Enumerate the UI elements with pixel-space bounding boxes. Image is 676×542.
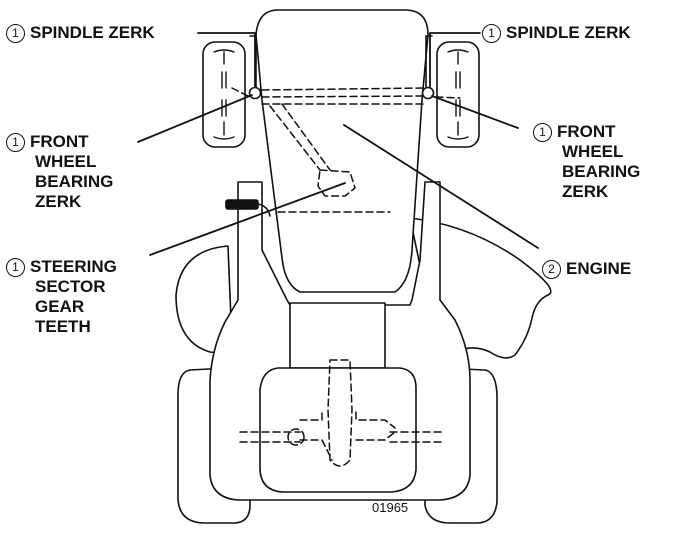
callout-text: WHEEL	[562, 142, 624, 161]
callout-text: ZERK	[562, 182, 609, 201]
callout-text: SPINDLE ZERK	[506, 23, 631, 42]
callout-text: FRONT	[30, 132, 89, 151]
label-spindle-zerk-right: 1 SPINDLE ZERK	[482, 23, 631, 43]
hidden-axle-lines	[231, 87, 461, 467]
hood	[255, 9, 429, 293]
seat	[259, 367, 417, 493]
label-steering-sector-gear: 1 STEERING SECTOR GEAR TEETH	[6, 257, 117, 337]
steering-column	[289, 302, 386, 369]
callout-number: 1	[6, 258, 25, 277]
callout-number: 1	[6, 133, 25, 152]
callout-number: 1	[533, 123, 552, 142]
callout-text: SPINDLE ZERK	[30, 23, 155, 42]
callout-text: BEARING	[35, 172, 114, 191]
callout-text: SECTOR	[35, 277, 106, 296]
right-spindle-zerk	[421, 86, 435, 100]
label-front-wheel-bearing-left: 1 FRONT WHEEL BEARING ZERK	[6, 132, 113, 212]
figure-id: 01965	[372, 500, 409, 515]
callout-text: GEAR	[35, 297, 85, 316]
callout-text: TEETH	[35, 317, 91, 336]
callout-text: ZERK	[35, 192, 82, 211]
callout-text: ENGINE	[566, 259, 632, 278]
callout-text: WHEEL	[35, 152, 97, 171]
left-spindle-bracket	[249, 35, 257, 89]
callout-text: BEARING	[562, 162, 641, 181]
callout-text: STEERING	[30, 257, 117, 276]
right-front-tire	[436, 41, 480, 148]
callout-number: 2	[542, 260, 561, 279]
label-front-wheel-bearing-right: 1 FRONT WHEEL BEARING ZERK	[533, 122, 640, 202]
steering-handle	[225, 199, 271, 217]
callout-number: 1	[6, 24, 25, 43]
label-spindle-zerk-left: 1 SPINDLE ZERK	[6, 23, 155, 43]
callout-number: 1	[482, 24, 501, 43]
left-spindle-zerk	[248, 86, 262, 100]
label-engine: 2 ENGINE	[542, 259, 631, 279]
callout-text: FRONT	[557, 122, 616, 141]
leader-lines	[137, 32, 539, 256]
front-tire-tread	[213, 49, 469, 140]
